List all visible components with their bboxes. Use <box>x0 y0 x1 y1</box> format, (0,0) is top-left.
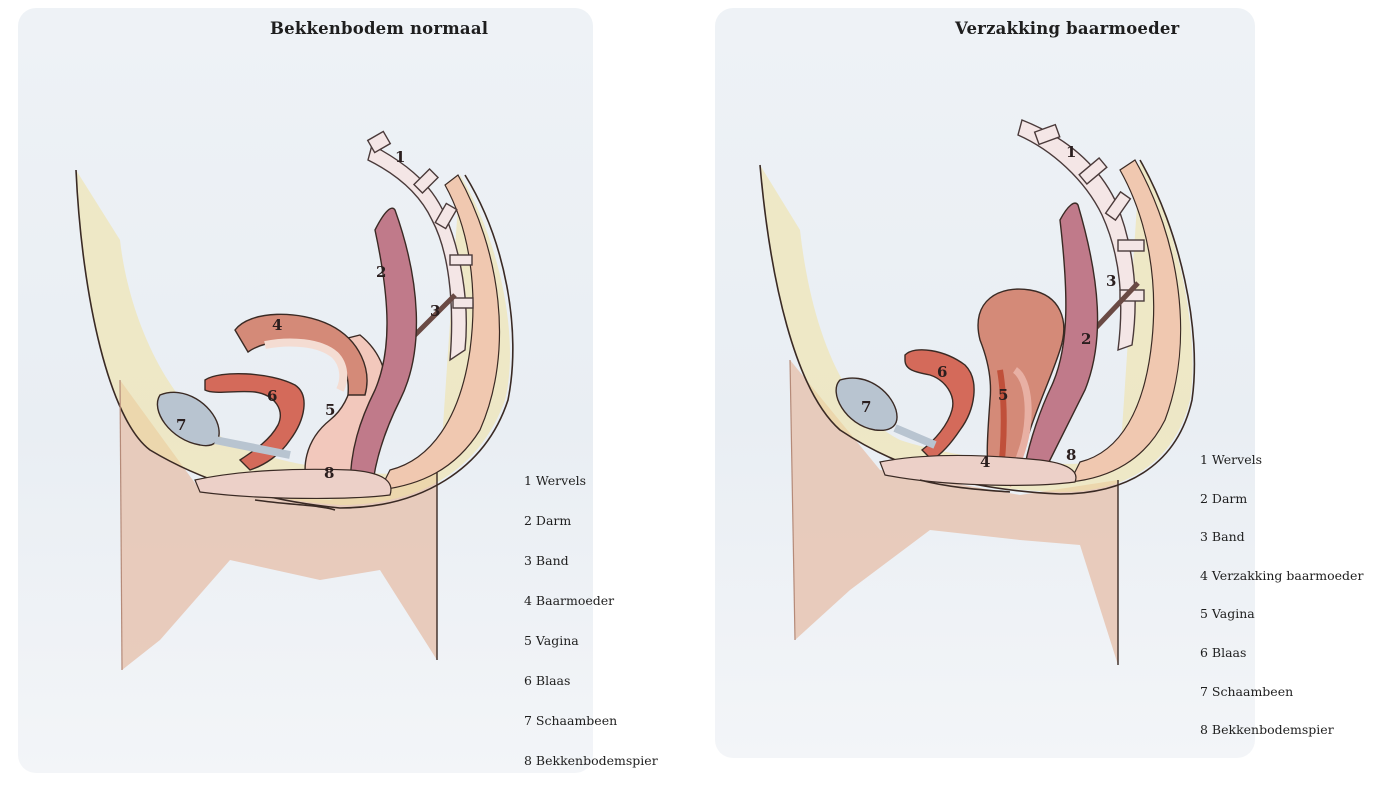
legend-item-8: 8 Bekkenbodemspier <box>524 751 658 791</box>
legend-item-1: 1 Wervels <box>524 471 658 511</box>
legend-item-5: 5 Vagina <box>524 631 658 671</box>
legend-item-2: 2 Darm <box>524 511 658 551</box>
legend-item-5: 5 Vagina <box>1200 604 1363 643</box>
marker-6: 6 <box>267 387 277 405</box>
marker-6: 6 <box>937 363 947 381</box>
marker-5: 5 <box>998 386 1008 404</box>
marker-1: 1 <box>395 148 405 166</box>
marker-8: 8 <box>1066 446 1076 464</box>
legend-item-3: 3 Band <box>524 551 658 591</box>
diagram-uterine-prolapse: 1 2 3 4 5 6 7 8 Verzakking baarmoeder 1 … <box>700 0 1397 776</box>
marker-7: 7 <box>176 416 186 434</box>
legend-item-1: 1 Wervels <box>1200 450 1363 489</box>
title-normal: Bekkenbodem normaal <box>270 19 488 38</box>
marker-4: 4 <box>272 316 282 334</box>
legend-item-8: 8 Bekkenbodemspier <box>1200 720 1363 759</box>
legend-item-2: 2 Darm <box>1200 489 1363 528</box>
legend-prolapse: 1 Wervels 2 Darm 3 Band 4 Verzakking baa… <box>1200 450 1363 759</box>
legend-item-6: 6 Blaas <box>1200 643 1363 682</box>
marker-7: 7 <box>861 398 871 416</box>
marker-1: 1 <box>1066 143 1076 161</box>
legend-normal: 1 Wervels 2 Darm 3 Band 4 Baarmoeder 5 V… <box>524 471 658 791</box>
title-prolapse: Verzakking baarmoeder <box>955 19 1179 38</box>
legend-item-7: 7 Schaambeen <box>524 711 658 751</box>
legend-item-7: 7 Schaambeen <box>1200 682 1363 721</box>
marker-3: 3 <box>1106 272 1116 290</box>
legend-item-3: 3 Band <box>1200 527 1363 566</box>
marker-3: 3 <box>430 302 440 320</box>
marker-2: 2 <box>376 263 386 281</box>
legend-item-4: 4 Baarmoeder <box>524 591 658 631</box>
marker-4: 4 <box>980 453 990 471</box>
diagram-normal-pelvic-floor: 1 2 3 4 5 6 7 8 Bekkenbodem normaal 1 We… <box>0 0 700 776</box>
marker-8: 8 <box>324 464 334 482</box>
marker-5: 5 <box>325 401 335 419</box>
marker-2: 2 <box>1081 330 1091 348</box>
legend-item-4: 4 Verzakking baarmoeder <box>1200 566 1363 605</box>
legend-item-6: 6 Blaas <box>524 671 658 711</box>
